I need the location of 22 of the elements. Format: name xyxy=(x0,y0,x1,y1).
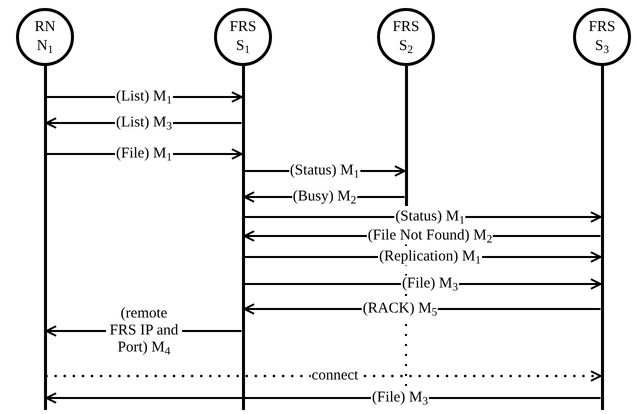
edge-label: (File) M$_{1}$ xyxy=(114,146,174,162)
participant-label: FRS S$_{3}$ xyxy=(588,18,616,56)
edge-label: (Busy) M$_{2}$ xyxy=(292,188,358,206)
lifeline xyxy=(242,66,244,410)
participant-label: RN N$_{1}$ xyxy=(34,18,56,56)
edge-label: (Status) M$_{1}$ xyxy=(394,208,466,226)
edge-label: (File) M$_{3}$ xyxy=(400,276,460,292)
message-arrow xyxy=(46,392,600,404)
lifeline xyxy=(44,66,46,410)
edge-label: (remote FRS IP and Port) M$_{4}$ xyxy=(106,306,182,356)
participant-label: FRS S$_{2}$ xyxy=(392,18,420,56)
lifeline xyxy=(404,66,408,206)
edge-label: (File) M$_{3}$ xyxy=(370,390,430,406)
edge-label: (Replication) M$_{1}$ xyxy=(378,248,482,266)
lifeline xyxy=(600,66,604,410)
edge-label: (Status) M$_{1}$ xyxy=(288,162,360,180)
edge-label: (List) M$_{1}$ xyxy=(114,88,174,106)
dotted-arrow xyxy=(45,370,602,382)
edge-label: (List) M$_{3}$ xyxy=(114,114,174,132)
participant-label: FRS S$_{1}$ xyxy=(228,18,258,56)
edge-label: (RACK) M$_{5}$ xyxy=(362,300,438,318)
edge-label: (File Not Found) M$_{2}$ xyxy=(366,228,494,244)
